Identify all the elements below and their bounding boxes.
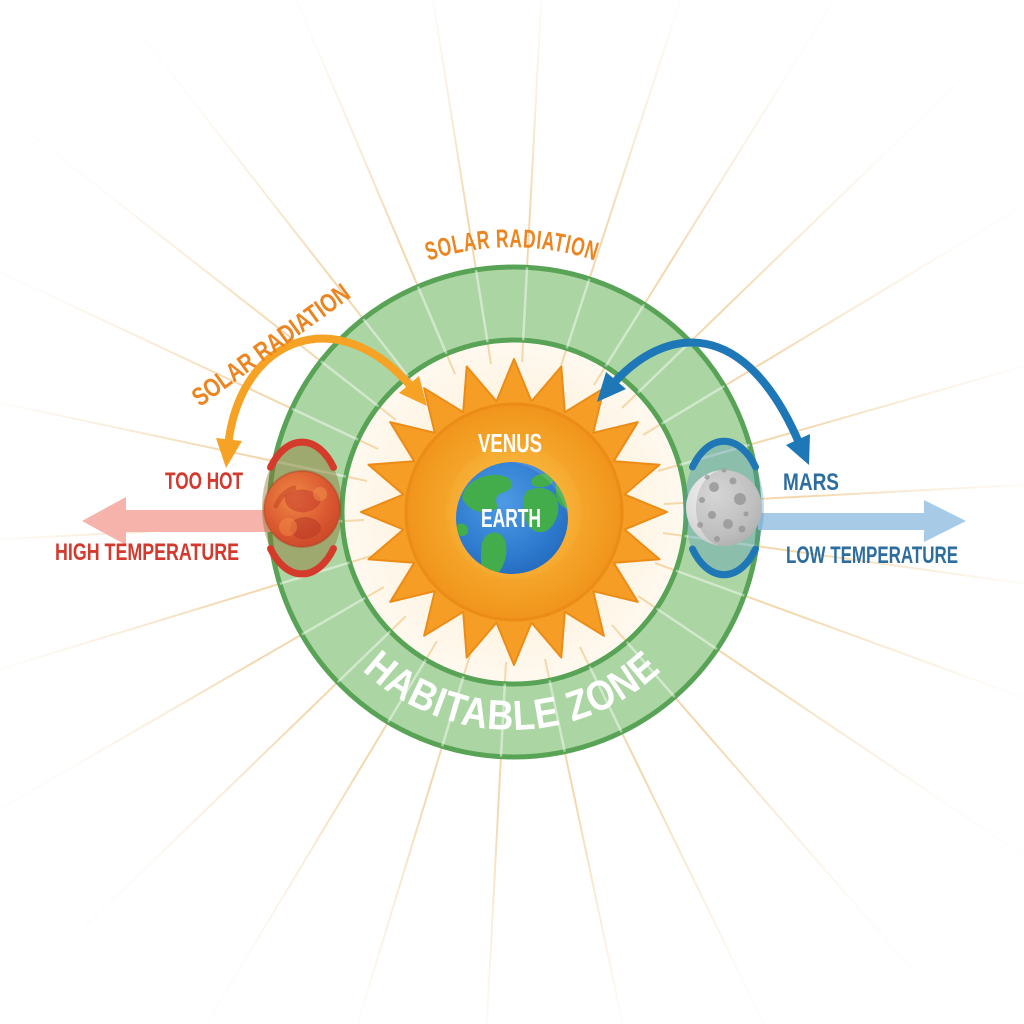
label-high-temperature: HIGH TEMPERATURE: [55, 539, 239, 566]
solar-radiation-arc-left: [216, 334, 427, 468]
label-too-hot: TOO HOT: [165, 468, 243, 495]
solar-radiation-arc-right: [597, 338, 810, 465]
hot-planet: [263, 470, 341, 548]
label-low-temperature: LOW TEMPERATURE: [786, 542, 958, 569]
label-earth: EARTH: [481, 503, 541, 533]
label-mars: MARS: [783, 469, 839, 496]
mars-planet: [686, 467, 762, 546]
high-temperature-arrow: [82, 497, 315, 545]
low-temperature-arrow: [758, 500, 966, 542]
earth: [456, 462, 568, 574]
label-venus: VENUS: [478, 428, 542, 458]
